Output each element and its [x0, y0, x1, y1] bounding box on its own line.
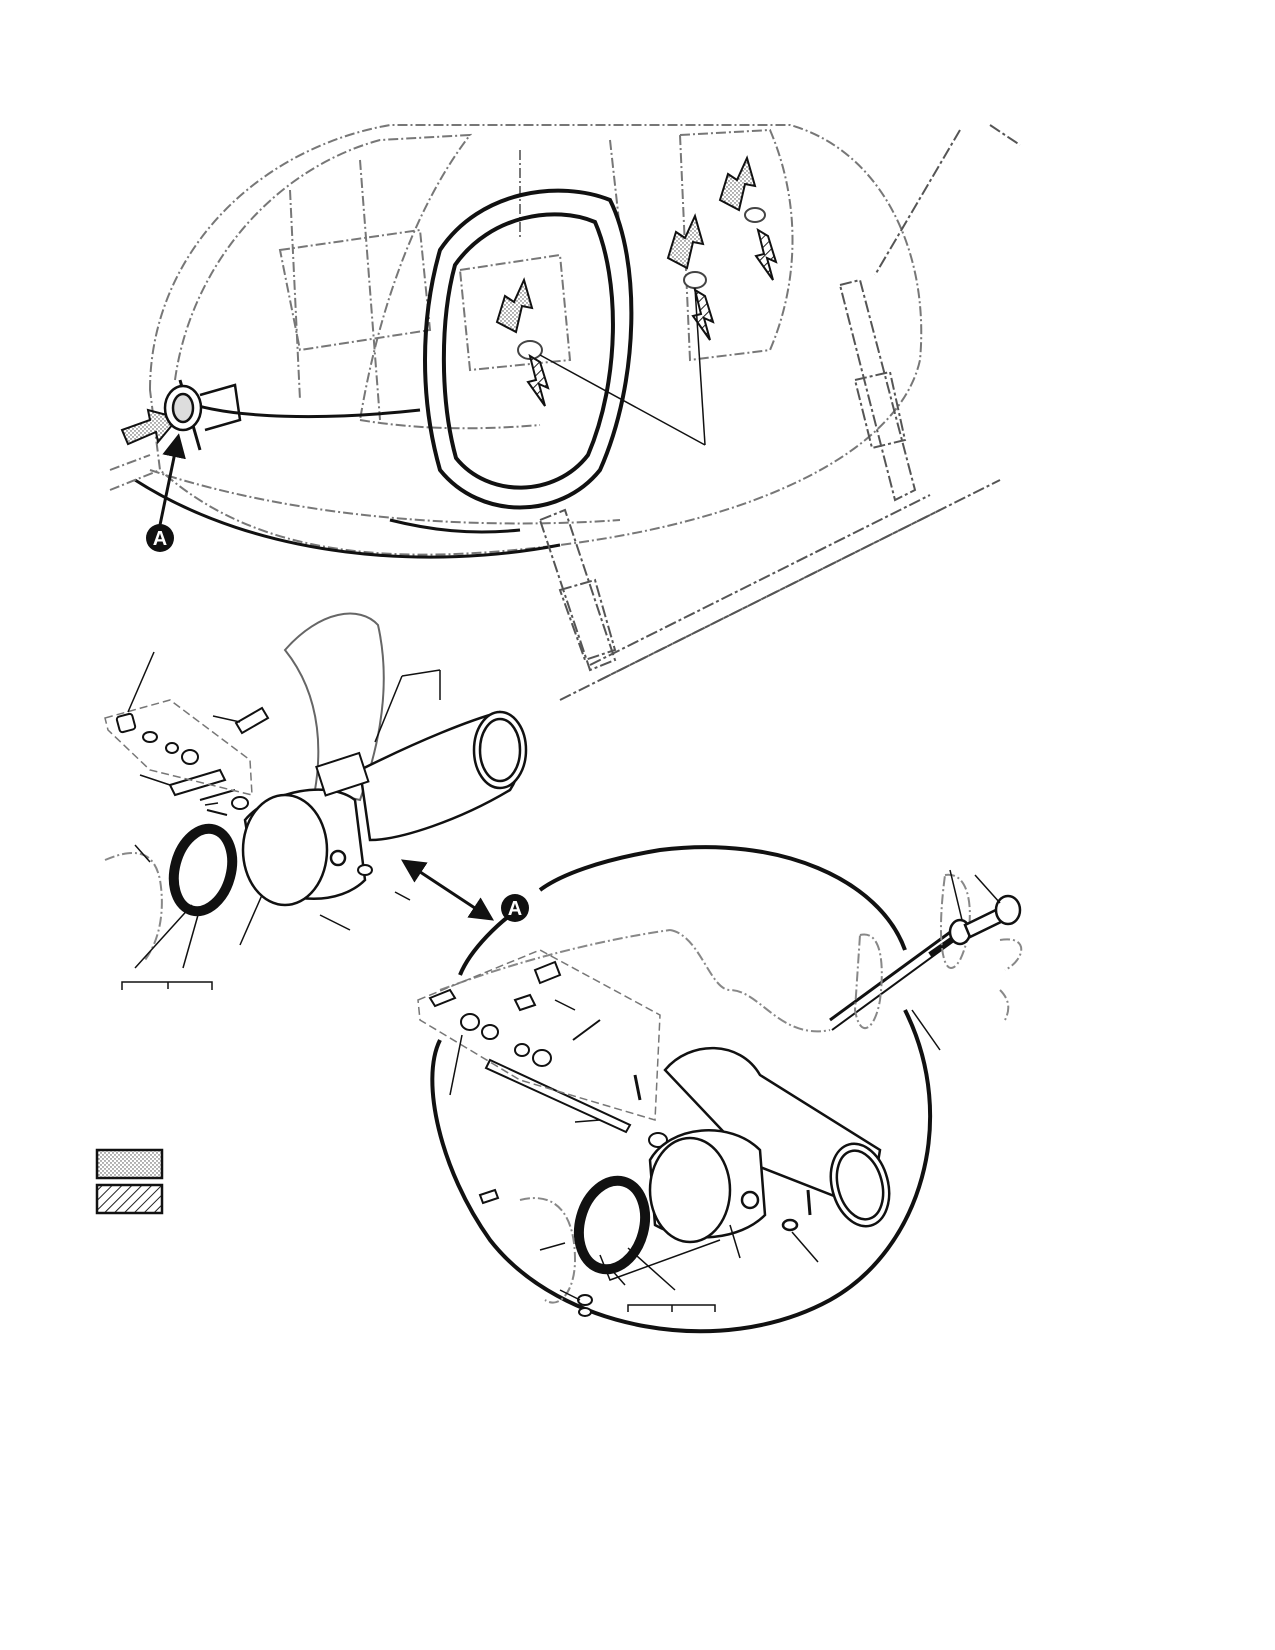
- detail-firewall-panels: [853, 873, 1023, 1030]
- detail-screws: [478, 1074, 812, 1317]
- detail-hardware-stack: [428, 960, 668, 1148]
- left-phantom-cowl: [104, 851, 163, 961]
- detail-phantom-cowl: [519, 1197, 577, 1304]
- hole-leader-lines: [539, 287, 706, 446]
- legend-swatch-hatch: [95, 1183, 164, 1215]
- stipple-arrow-icon: [666, 213, 705, 270]
- removal-arrows: [120, 155, 757, 446]
- nose-outlet-port: [163, 383, 242, 432]
- door-frame: [423, 188, 634, 510]
- hardware-phantom-outline: [104, 699, 253, 796]
- legend: [95, 1148, 164, 1215]
- hatch-arrow-icon: [754, 227, 778, 281]
- callout-letter-detail: A: [508, 898, 522, 920]
- detail-ring-seal: [573, 1175, 651, 1275]
- callout-a-upper: A: [146, 433, 186, 552]
- detail-leader-lines: [449, 869, 1001, 1312]
- detail-phantom-outline: [417, 949, 661, 1121]
- stipple-arrow-icon: [120, 408, 180, 446]
- stipple-arrow-icon: [495, 277, 534, 334]
- detail-control-knob: [948, 894, 1022, 946]
- legend-swatch-stipple: [95, 1148, 164, 1180]
- stipple-arrow-icon: [718, 155, 757, 212]
- landing-skid-gear: [538, 124, 1021, 701]
- left-duct-assembly: [241, 612, 528, 907]
- callout-letter: A: [153, 528, 167, 550]
- exploded-view-connector-arrow: [400, 859, 495, 921]
- left-hardware-stack: [115, 706, 373, 876]
- helicopter-fuselage: [148, 124, 923, 556]
- detail-a-view: A: [430, 845, 933, 1334]
- left-ring-seal: [168, 823, 238, 917]
- fuselage-access-holes: [517, 207, 766, 360]
- detail-duct: [648, 1046, 891, 1244]
- hatch-arrow-icon: [526, 353, 550, 407]
- fuselage-nose: [109, 454, 161, 491]
